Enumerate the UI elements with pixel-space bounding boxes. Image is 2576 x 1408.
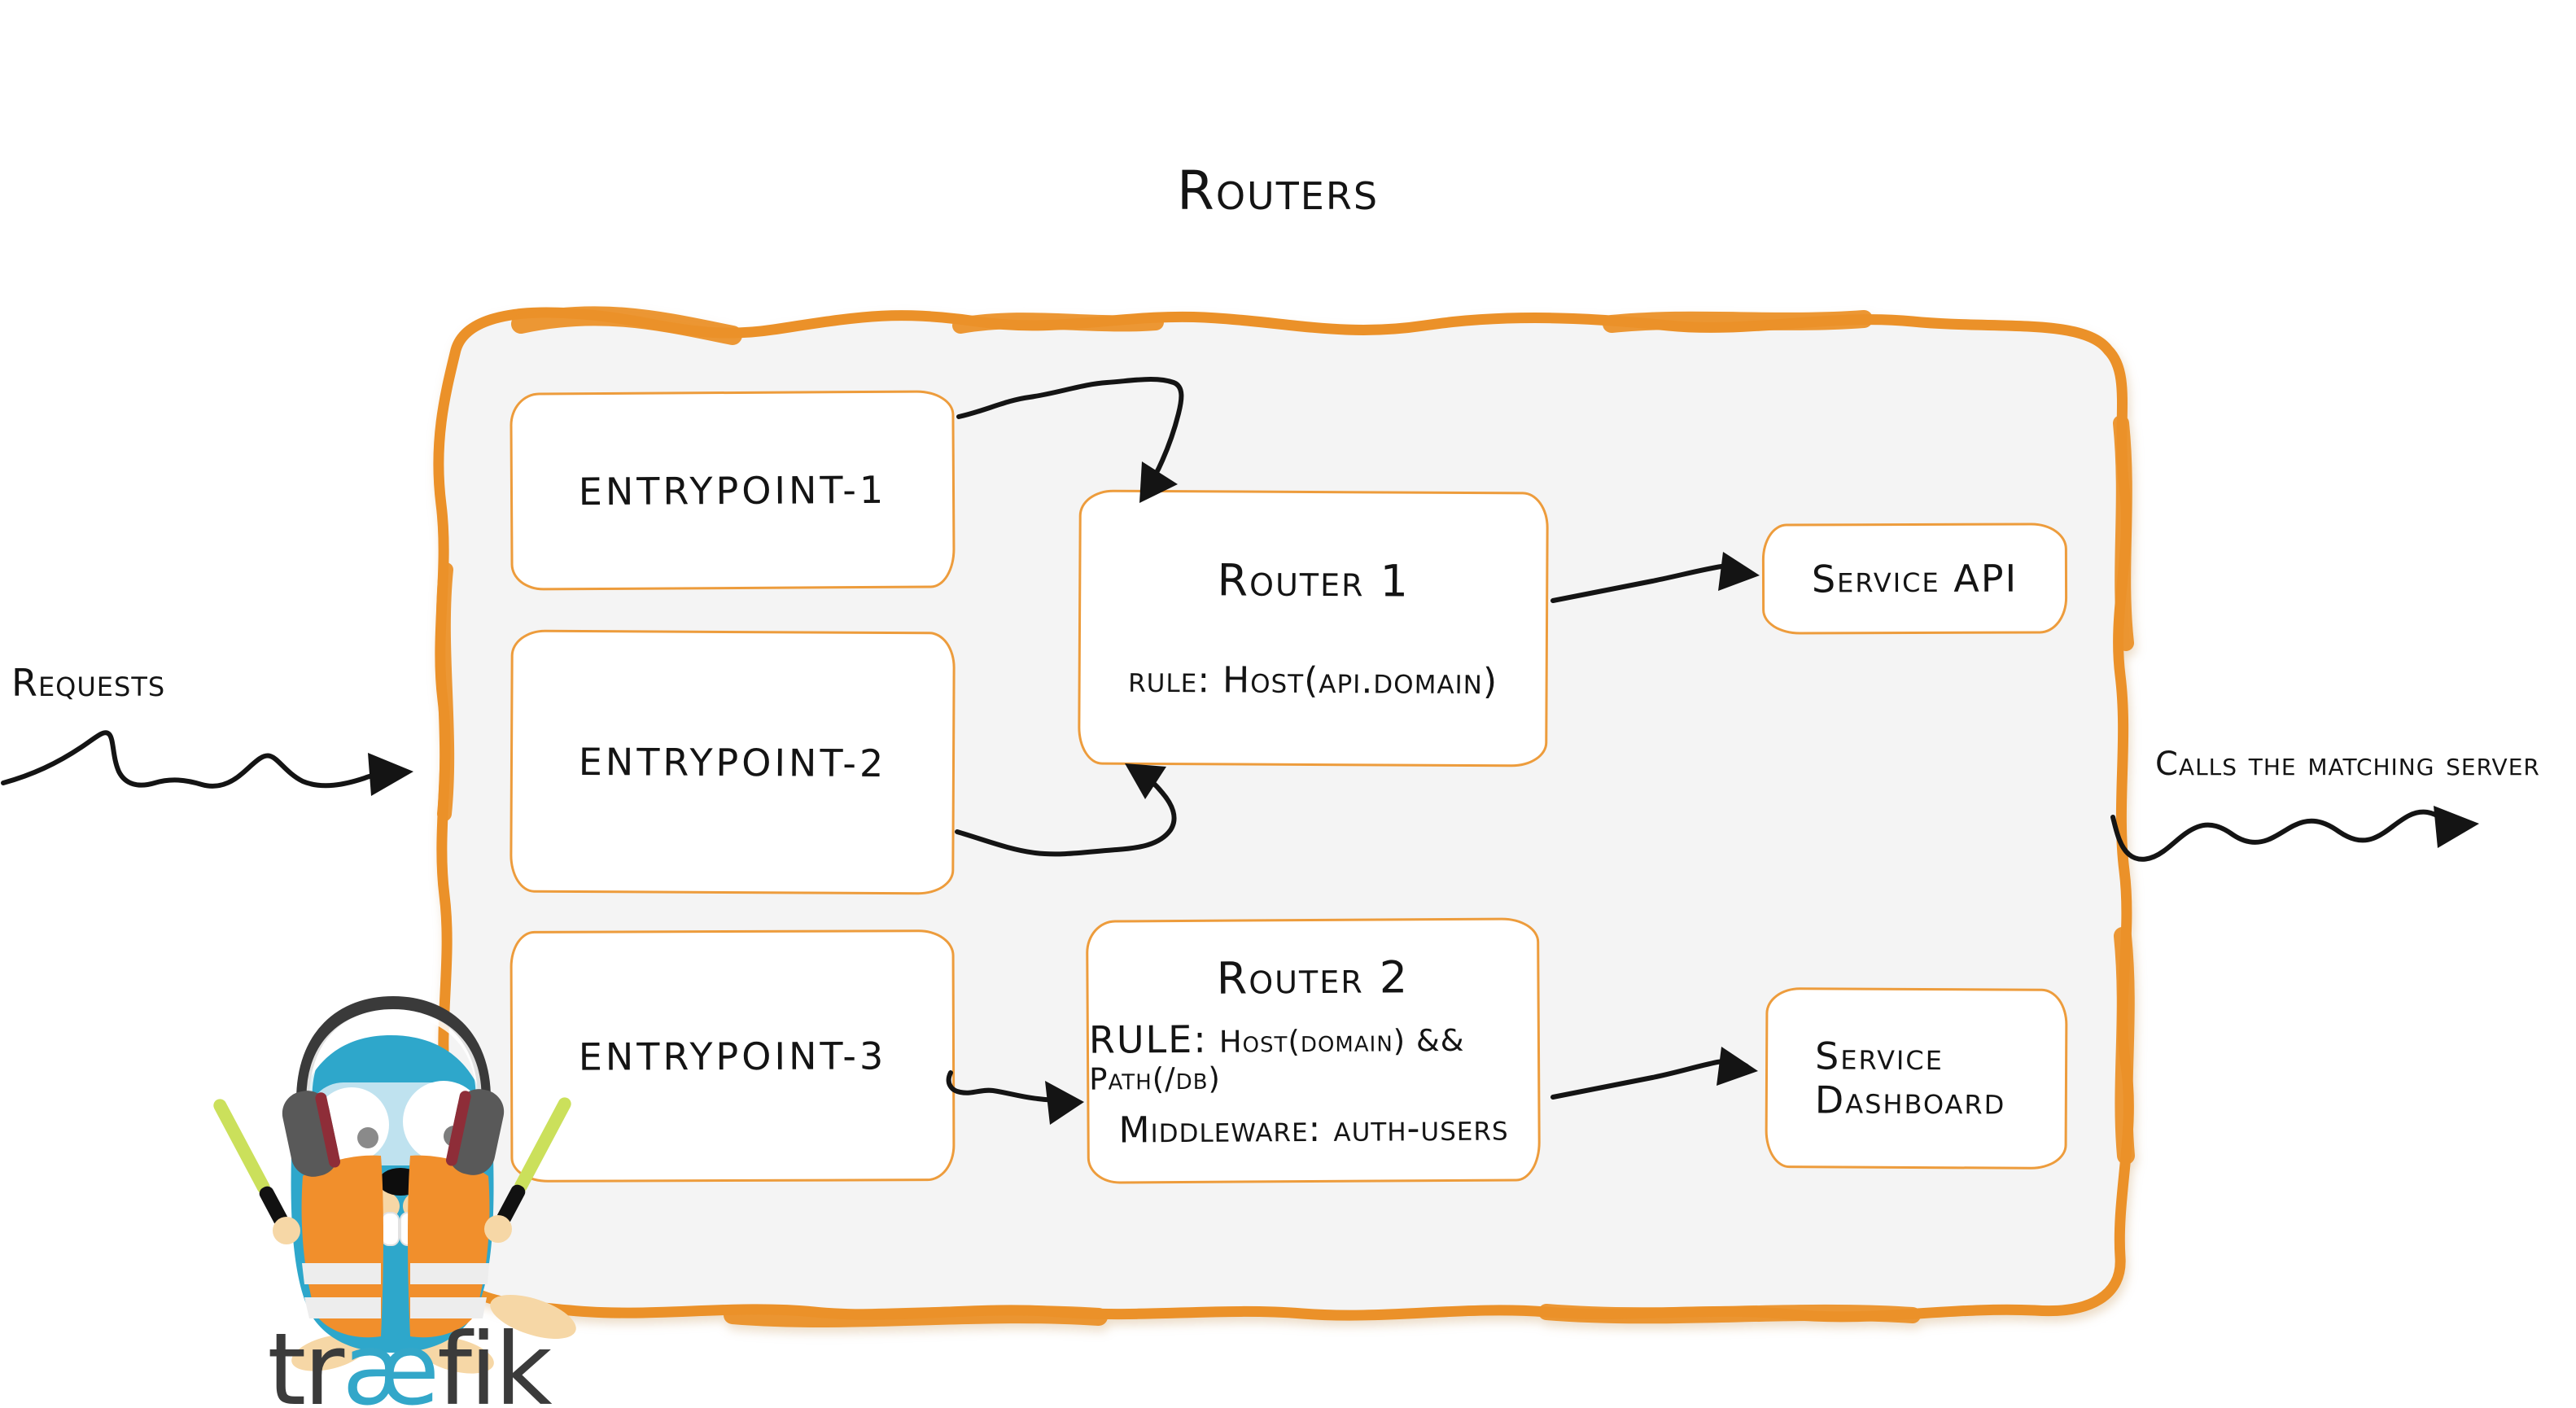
gopher-hand bbox=[484, 1215, 512, 1243]
gopher-vest bbox=[301, 1155, 490, 1338]
requests-arrow bbox=[1, 730, 413, 796]
arrowhead bbox=[1125, 763, 1166, 799]
router-1-box: Router 1 rule: Host(api.domain) bbox=[1078, 489, 1549, 767]
wordmark-ae: æ bbox=[342, 1312, 440, 1408]
arrowhead bbox=[1045, 1081, 1084, 1125]
service-dashboard-label-line2: Dashboard bbox=[1814, 1078, 2006, 1123]
router-2-middleware: Middleware: auth-users bbox=[1118, 1107, 1509, 1151]
brush-accent bbox=[435, 562, 455, 821]
entrypoint-2-label: entrypoint-2 bbox=[578, 739, 887, 785]
wordmark-tr: tr bbox=[267, 1312, 344, 1408]
arrow-entrypoint2-router1 bbox=[955, 763, 1177, 857]
gopher-muzzle bbox=[403, 1189, 450, 1223]
router-2-box: Router 2 RULE:Host(domain) && Path(/db) … bbox=[1086, 917, 1541, 1184]
arrow-entrypoint3-router2 bbox=[946, 1070, 1084, 1125]
gopher-right-earcup bbox=[445, 1089, 505, 1175]
entrypoint-2-box: entrypoint-2 bbox=[510, 629, 956, 895]
router-2-rule: RULE:Host(domain) && Path(/db) bbox=[1089, 1015, 1538, 1096]
service-dashboard-box: Service Dashboard bbox=[1765, 987, 2068, 1170]
gopher-nose bbox=[378, 1168, 422, 1196]
brush-accent bbox=[2113, 415, 2134, 651]
requests-label: Requests bbox=[11, 661, 166, 705]
arrow-router1-serviceapi bbox=[1550, 552, 1760, 603]
gopher-tooth bbox=[381, 1212, 400, 1246]
brush-accent bbox=[1603, 310, 1873, 333]
gopher-muzzle bbox=[352, 1189, 400, 1223]
gopher-eye bbox=[314, 1087, 389, 1162]
service-api-label: Service API bbox=[1811, 556, 2018, 601]
entrypoint-1-box: entrypoint-1 bbox=[510, 390, 956, 591]
brush-accent bbox=[511, 306, 742, 345]
router-1-rule: rule: Host(api.domain) bbox=[1128, 658, 1498, 703]
gopher-headband-highlight bbox=[306, 1009, 482, 1098]
calls-label: Calls the matching server bbox=[2155, 746, 2540, 783]
gopher-goggles bbox=[308, 1082, 480, 1165]
gopher-body bbox=[291, 1035, 494, 1353]
entrypoint-1-label: entrypoint-1 bbox=[578, 467, 887, 514]
arrowhead bbox=[2434, 806, 2479, 848]
brush-accent bbox=[724, 1305, 1108, 1327]
service-dashboard-label-line1: Service bbox=[1815, 1034, 1944, 1079]
arrowhead bbox=[1717, 1047, 1758, 1086]
service-api-box: Service API bbox=[1761, 523, 2068, 635]
router-2-rule-label: RULE: bbox=[1088, 1017, 1208, 1062]
brush-accent bbox=[2114, 927, 2135, 1165]
page-title: Routers bbox=[1176, 160, 1380, 222]
brush-accent bbox=[1538, 1304, 1921, 1324]
gopher-headband bbox=[296, 995, 491, 1101]
gopher-eye bbox=[403, 1081, 484, 1162]
gopher-hand bbox=[273, 1217, 300, 1244]
arrow-entrypoint1-router1 bbox=[956, 376, 1184, 503]
gopher-pupil bbox=[357, 1127, 378, 1148]
traefik-wordmark: træfik bbox=[230, 1320, 588, 1408]
gopher-left-stick bbox=[213, 1099, 288, 1227]
gopher-pupil bbox=[444, 1126, 465, 1147]
brush-accent bbox=[952, 313, 1164, 334]
arrowhead bbox=[368, 753, 413, 796]
arrowhead bbox=[1718, 552, 1760, 591]
router-1-title: Router 1 bbox=[1217, 554, 1410, 607]
gopher-tooth bbox=[400, 1212, 418, 1246]
wordmark-fik: fik bbox=[437, 1312, 552, 1408]
gopher-left-earcup bbox=[282, 1091, 341, 1177]
router-2-title: Router 2 bbox=[1216, 951, 1410, 1004]
entrypoint-3-label: entrypoint-3 bbox=[578, 1033, 887, 1079]
entrypoint-3-box: entrypoint-3 bbox=[510, 929, 956, 1183]
calls-arrow bbox=[2110, 806, 2479, 862]
arrow-router2-servicedashboard bbox=[1550, 1047, 1758, 1100]
